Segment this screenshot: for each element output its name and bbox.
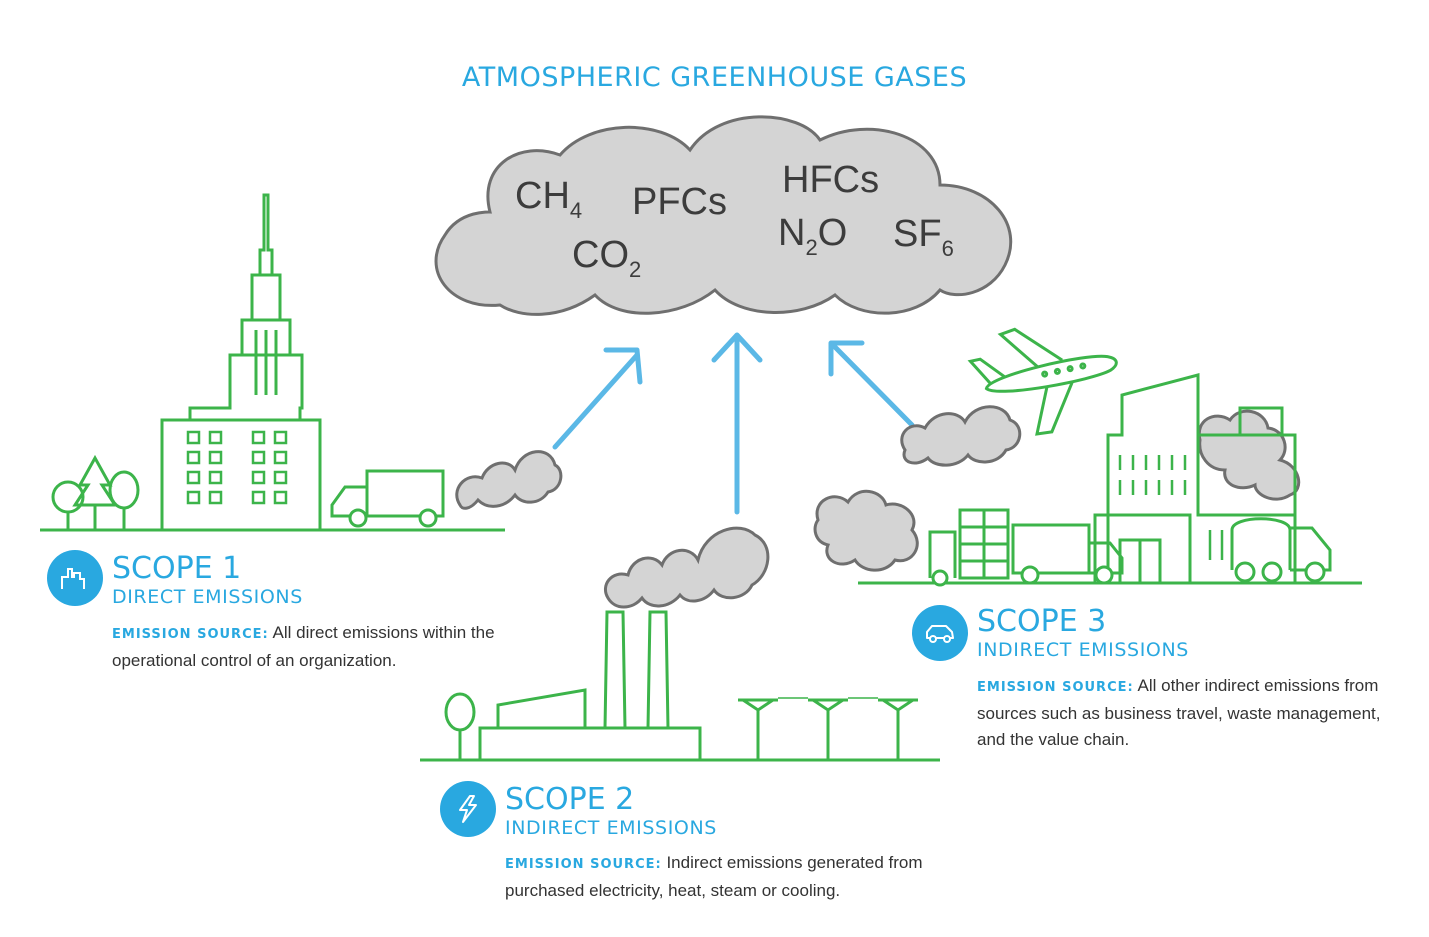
scope1-description: EMISSION SOURCE: All direct emissions wi…	[112, 623, 495, 670]
car-icon	[912, 605, 968, 661]
power-lines	[738, 697, 918, 760]
arrow-scope1	[552, 352, 640, 450]
scope1-source-label: EMISSION SOURCE:	[112, 627, 269, 642]
box-truck	[1011, 523, 1124, 585]
arrow-scope3-head	[828, 340, 865, 377]
forklift	[928, 508, 1010, 587]
office-tower	[1106, 373, 1297, 583]
building-icon	[47, 550, 103, 606]
pine-tree	[72, 454, 118, 507]
office-windows	[1118, 455, 1224, 560]
greenhouse-gas-cloud	[434, 115, 1013, 316]
airplane	[967, 327, 1118, 436]
gas-co2: CO2	[572, 234, 642, 282]
scope2-source-label: EMISSION SOURCE:	[505, 857, 662, 872]
scope2-description: EMISSION SOURCE: Indirect emissions gene…	[505, 853, 923, 900]
scope3-description: EMISSION SOURCE: All other indirect emis…	[977, 676, 1381, 749]
gas-hfcs: HFCs	[782, 159, 880, 201]
scope3-title: SCOPE 3	[977, 604, 1107, 639]
tree-2	[108, 470, 140, 510]
tower-windows	[186, 430, 288, 505]
scope3-source-label: EMISSION SOURCE:	[977, 680, 1134, 695]
gas-sf6: SF6	[893, 213, 954, 261]
gas-n2o: N2O	[778, 212, 848, 260]
gas-pfcs: PFCs	[632, 181, 727, 223]
factory	[478, 726, 702, 760]
scope2-title: SCOPE 2	[505, 782, 635, 817]
scope1-subtitle: DIRECT EMISSIONS	[112, 586, 303, 608]
stack-1	[603, 610, 627, 729]
arrow-scope2-head	[711, 332, 763, 363]
arrow-scope1-head	[603, 347, 643, 385]
scope1-scene	[40, 193, 505, 532]
scope1-title: SCOPE 1	[112, 551, 242, 586]
diagram-title: ATMOSPHERIC GREENHOUSE GASES	[461, 62, 968, 93]
delivery-truck	[330, 469, 445, 528]
scope2-subtitle: INDIRECT EMISSIONS	[505, 817, 717, 839]
scope3-subtitle: INDIRECT EMISSIONS	[977, 639, 1189, 661]
emission-arrows	[552, 332, 915, 515]
garbage-truck	[1230, 517, 1332, 583]
gas-ch4: CH4	[515, 175, 583, 223]
stack-2	[646, 610, 670, 729]
lightning-icon	[440, 781, 496, 837]
smoke-puffs	[455, 405, 1301, 609]
scope2-scene	[420, 610, 940, 762]
tower	[160, 193, 322, 530]
warehouse	[1093, 513, 1192, 583]
scope3-scene	[858, 327, 1362, 587]
arrow-scope3	[830, 342, 915, 428]
